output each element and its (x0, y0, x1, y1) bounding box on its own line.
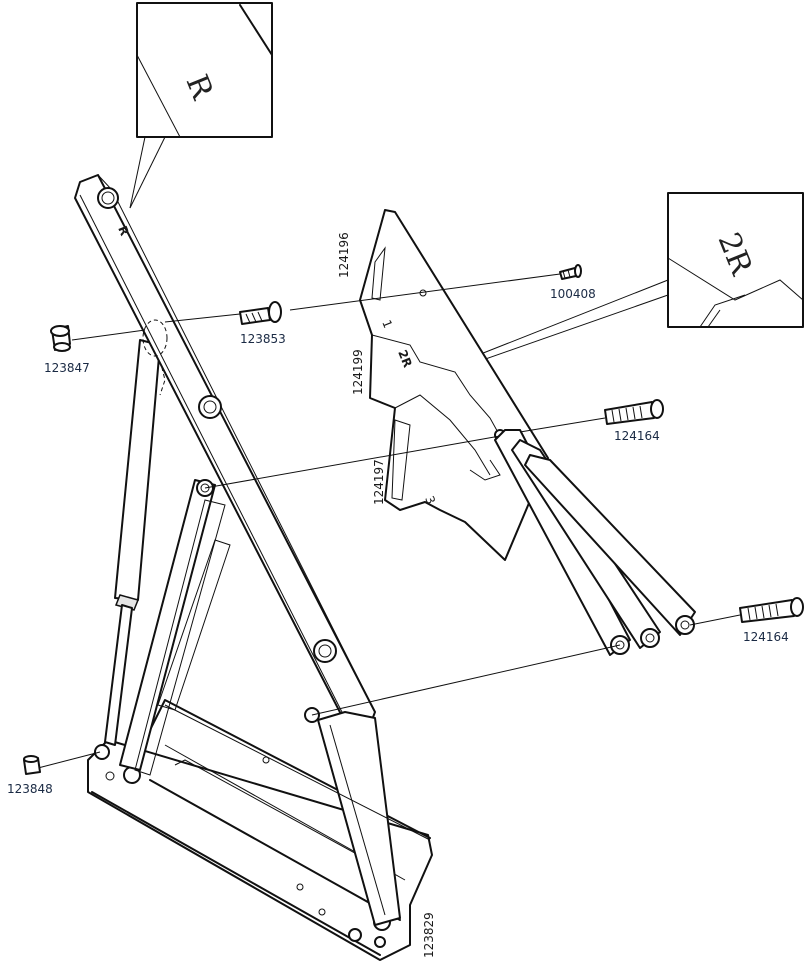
label-124164-upper: 124164 (614, 429, 660, 443)
label-123847: 123847 (44, 361, 90, 375)
bolt-124164-upper (604, 399, 664, 425)
gas-spring (104, 329, 166, 746)
link-bars (494, 429, 696, 656)
label-100408: 100408 (550, 287, 596, 301)
label-124196: 124196 (337, 232, 351, 278)
detail-callout-2r: 2R (419, 192, 804, 383)
label-123848: 123848 (7, 782, 53, 796)
support-leg (157, 539, 431, 926)
label-124197: 124197 (372, 459, 386, 505)
nut-123848 (23, 755, 41, 775)
label-123853: 123853 (240, 332, 286, 346)
label-123829: 123829 (422, 912, 436, 958)
cap-nut-123847 (50, 325, 71, 352)
bolt-124164-lower (739, 597, 804, 623)
plate-marking-2r: 2R (395, 348, 415, 370)
bolt-123853 (239, 301, 282, 325)
label-124164-lower: 124164 (743, 630, 789, 644)
label-124199: 124199 (351, 349, 365, 395)
bracket-plate: 1 2R 3 (359, 209, 549, 561)
detail-callout-r: R (129, 2, 273, 209)
screw-100408 (559, 264, 582, 280)
assembly-lines (37, 273, 741, 769)
